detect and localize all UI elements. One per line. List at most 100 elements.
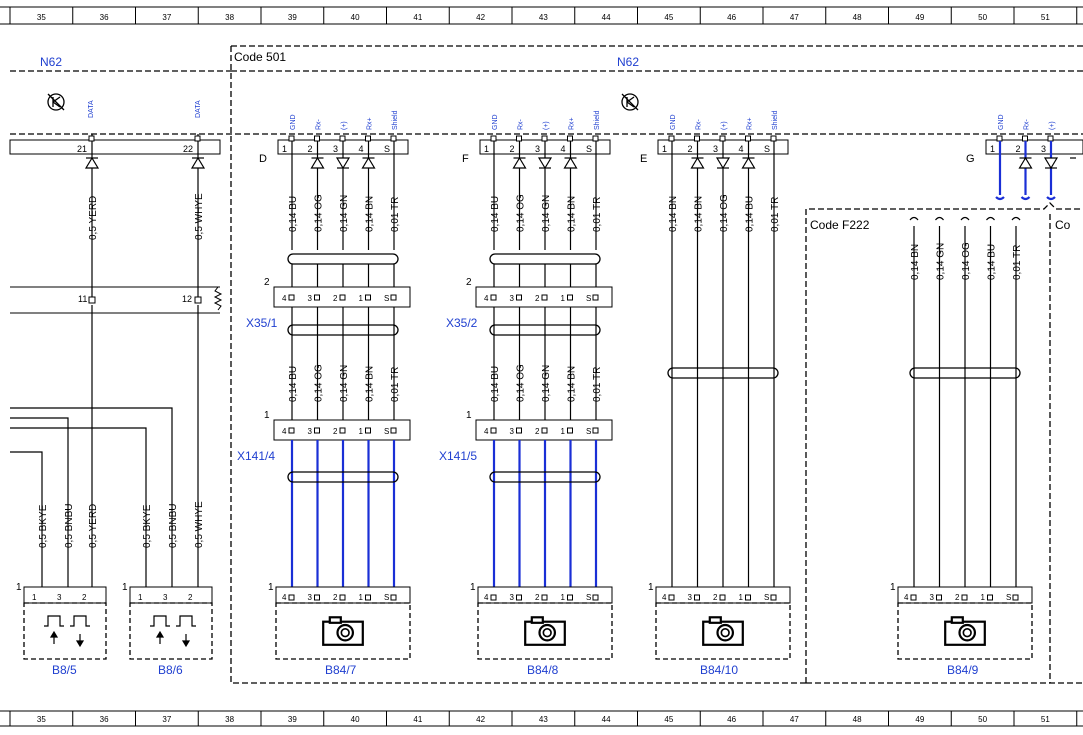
signal-label: (+) <box>721 121 728 130</box>
component-label: B84/10 <box>700 663 738 677</box>
pin-terminal <box>365 294 371 301</box>
pin-number: 3 <box>713 144 718 154</box>
signal-label: GND <box>670 114 677 130</box>
grid-column-label: 35 <box>37 715 46 724</box>
pin-terminal <box>541 294 548 301</box>
component-pin-1: 1 <box>122 582 128 593</box>
direction-arrows <box>335 157 351 170</box>
signal-label: DATA <box>195 100 202 118</box>
pin-terminal <box>541 135 548 142</box>
wire-label: 0,01 TR <box>390 367 401 402</box>
wire-label: 0,14 BU <box>288 366 299 402</box>
pin-terminal <box>936 594 942 601</box>
pin-terminal <box>1012 594 1019 601</box>
wire-label: 0,14 BU <box>987 244 998 280</box>
pin-terminal <box>288 294 295 301</box>
pin-number: S <box>384 294 389 303</box>
grid-column-label: 45 <box>664 715 673 724</box>
camera-icon <box>322 616 364 646</box>
arrow-up-icon <box>690 156 705 169</box>
pin-number: 2 <box>308 144 313 154</box>
signal-label: DATA <box>88 100 95 118</box>
pin-number: 2 <box>713 593 718 602</box>
wire-break <box>1046 196 1056 201</box>
transistor-icon <box>47 93 65 111</box>
pin-terminal <box>88 135 95 142</box>
component-pin-1: 1 <box>648 582 654 593</box>
grid-column-label: 42 <box>476 13 485 22</box>
transistor-icon <box>621 93 639 111</box>
connector-label: X141/5 <box>439 449 477 463</box>
connector-n62-left: DATA DATA 21 22 <box>9 100 221 155</box>
wire-break <box>1011 216 1021 221</box>
pin-number: 4 <box>561 144 566 154</box>
pin-terminal <box>987 594 993 601</box>
connector-number: 1 <box>466 410 472 421</box>
grid-column-label: 39 <box>288 715 297 724</box>
connector-label: X141/4 <box>237 449 275 463</box>
signal-label: Rx+ <box>569 117 576 130</box>
pin-number: 4 <box>739 144 744 154</box>
grid-column-label: 38 <box>225 13 234 22</box>
pin-terminal <box>339 294 346 301</box>
grid-column-label: 44 <box>602 715 611 724</box>
grid-column-label: 36 <box>100 715 109 724</box>
pin-number: 3 <box>163 593 168 602</box>
signal-label: GND <box>998 114 1005 130</box>
pin-number: 2 <box>82 593 87 602</box>
pin-terminal <box>770 594 777 601</box>
pin-number: 4 <box>484 427 489 436</box>
signal-label: Shield <box>772 110 779 130</box>
signal-label: GND <box>290 114 297 130</box>
pin-terminal <box>745 135 751 142</box>
grid-column-label: 46 <box>727 715 736 724</box>
wire-label: 0,14 BN <box>567 196 578 232</box>
pin-terminal <box>592 427 599 434</box>
wire-label: 0,14 GN <box>541 195 552 232</box>
pin-terminal <box>490 294 497 301</box>
arrow-down-icon <box>715 157 731 170</box>
pin-terminal <box>592 594 599 601</box>
pin-number: 1 <box>32 593 37 602</box>
grid-column-label: 43 <box>539 13 548 22</box>
wire-label: 0,01 TR <box>592 197 603 232</box>
pin-terminal <box>516 135 522 142</box>
wire-break <box>995 196 1005 201</box>
wire-label: 0,5 YERD <box>88 504 99 548</box>
signal-label: Rx+ <box>747 117 754 130</box>
wire-label: 0,14 OG <box>516 364 527 402</box>
grid-column-label: 51 <box>1041 13 1050 22</box>
pin-number: 3 <box>308 427 313 436</box>
pin-number: 2 <box>688 144 693 154</box>
wire-label: 0,14 BU <box>745 196 756 232</box>
pin-number: 3 <box>510 294 515 303</box>
code-501-label: Code 501 <box>234 50 286 64</box>
signal-label: Rx- <box>1024 118 1031 130</box>
pin-number: 4 <box>282 593 287 602</box>
wire-label: 0,14 GN <box>339 365 350 402</box>
pin-number: 22 <box>183 144 193 154</box>
pin-terminal <box>961 594 968 601</box>
wire-break <box>909 216 919 221</box>
grid-ticks <box>9 7 1078 726</box>
pin-number: 1 <box>359 294 364 303</box>
wire-label: 0,14 BN <box>668 196 679 232</box>
pin-terminal <box>314 594 320 601</box>
wire-label: 0,14 BU <box>490 366 501 402</box>
wire-break <box>935 216 944 221</box>
pin-number: 2 <box>535 593 540 602</box>
shield-sheath <box>489 324 601 336</box>
pin-terminal <box>365 135 371 142</box>
pin-terminal <box>490 594 497 601</box>
pin-number: 3 <box>308 593 313 602</box>
wire-label: 0,5 BNBU <box>64 504 75 548</box>
pin-number: 1 <box>359 427 364 436</box>
pin-terminal <box>719 594 726 601</box>
pin-terminal <box>541 427 548 434</box>
pin-number: 3 <box>930 593 935 602</box>
pin-terminal <box>365 427 371 434</box>
